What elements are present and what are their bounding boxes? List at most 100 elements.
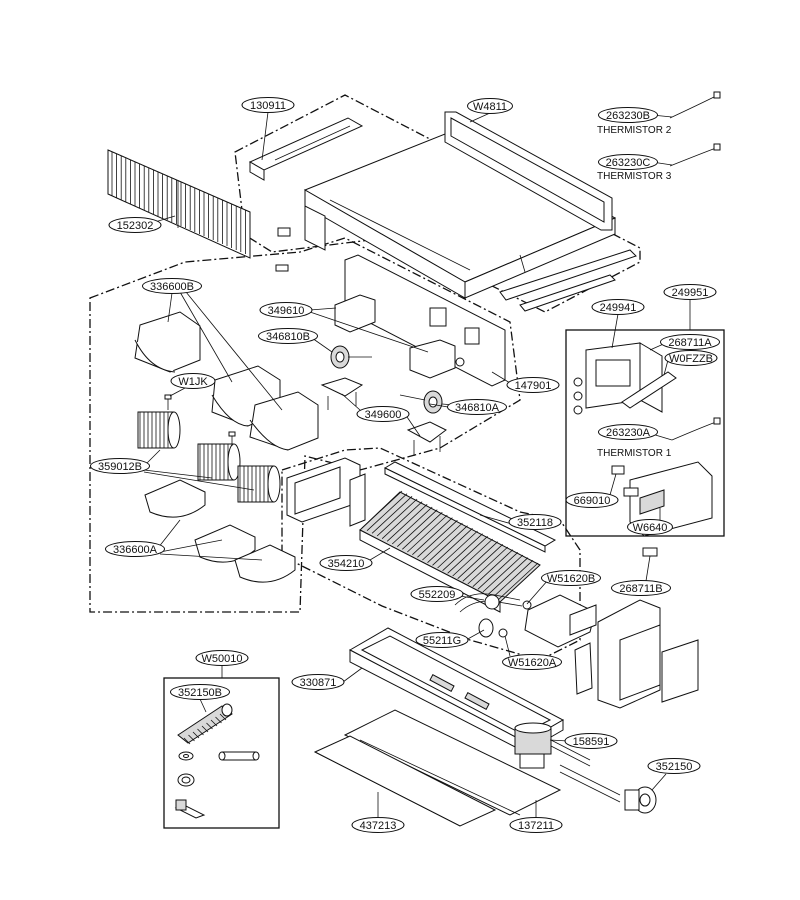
callout-oval <box>447 399 507 415</box>
callout-label: 346810A <box>455 402 500 414</box>
leader-l336600A <box>157 519 181 549</box>
drain-hose-352150 <box>559 764 657 814</box>
callout-437213: 437213 <box>351 817 405 833</box>
leader-l268711B <box>645 555 651 582</box>
bracket-small <box>275 227 291 272</box>
leader-l349610-2 <box>309 311 429 353</box>
grille-152302 <box>107 149 251 259</box>
callout-w50010: W50010 <box>195 650 249 666</box>
callout-w1jk: W1JK <box>170 373 216 389</box>
coil-fin <box>472 549 514 587</box>
callout-oval <box>660 334 720 350</box>
callout-336600a: 336600A <box>105 541 165 557</box>
callout-label: W6640 <box>633 522 668 534</box>
callout-label: 349600 <box>365 409 402 421</box>
callout-label: W51620B <box>547 573 595 585</box>
callout-oval <box>415 632 469 648</box>
motor-mount-349600 <box>320 377 447 456</box>
callout-label: 55211G <box>423 635 461 647</box>
leader-l352150B <box>199 698 207 713</box>
callout-268711b: 268711B <box>611 580 671 596</box>
callout-label: 354210 <box>328 558 365 570</box>
coil-fin <box>467 546 509 585</box>
leader-lW1JK <box>169 387 186 397</box>
coil-fin <box>432 528 473 566</box>
callout-oval <box>598 107 658 123</box>
clamp <box>177 773 195 787</box>
callout-249941: 249941 <box>591 299 645 315</box>
hose-rib <box>206 722 213 730</box>
callout-oval <box>291 674 345 690</box>
coil-fin <box>361 490 403 529</box>
leader-l336600B-2 <box>179 291 233 383</box>
callout-label: 352150B <box>178 687 222 699</box>
coil-group-outline <box>281 447 581 661</box>
callout-label: 249941 <box>600 302 637 314</box>
leader-l152302 <box>154 215 176 223</box>
leader-l336600B <box>167 292 173 323</box>
label-268711B <box>642 547 658 557</box>
fan-wheels-359012B <box>137 411 281 503</box>
leader-lW51620A <box>504 635 511 657</box>
leader-l130911 <box>261 111 269 161</box>
callout-130911: 130911 <box>241 97 295 113</box>
callout-oval <box>90 458 150 474</box>
fan-wheel <box>237 465 281 503</box>
callout-w4811: W4811 <box>467 98 513 114</box>
callout-label: 263230C <box>606 157 651 169</box>
coil-fin <box>371 496 413 534</box>
callout-147901: 147901 <box>506 377 560 393</box>
callout-158591: 158591 <box>564 733 618 749</box>
hardware-kit-parts <box>174 703 260 819</box>
fan-wheel <box>137 411 181 449</box>
callout-label: 359012B <box>98 461 142 473</box>
cabinet-rail-130911 <box>248 117 364 181</box>
callout-152302: 152302 <box>108 217 162 233</box>
callout-label: 330871 <box>300 677 337 689</box>
leader-lW51620B <box>526 579 549 605</box>
callout-label: 352150 <box>656 761 693 773</box>
coil-fin <box>417 520 458 558</box>
hose-rib <box>192 731 200 739</box>
coil-fin <box>492 560 534 598</box>
callout-249951: 249951 <box>663 284 717 300</box>
callout-label: 137211 <box>518 820 554 832</box>
end-panel-assembly <box>574 599 699 709</box>
screw-W1JK <box>164 394 236 446</box>
callout-oval <box>565 492 619 508</box>
callout-oval <box>351 817 405 833</box>
coil-fin <box>407 514 448 553</box>
drain-hose-352150B <box>177 703 233 745</box>
leader-l336600A-2 <box>159 539 223 553</box>
piping-552209 <box>454 593 532 638</box>
callout-oval <box>611 580 671 596</box>
callout-label: W51620A <box>508 657 557 669</box>
callout-oval <box>195 650 249 666</box>
callout-55211g: 55211G <box>415 632 469 648</box>
coil-fin <box>381 501 423 539</box>
leader-l330871 <box>342 667 363 683</box>
leader-l352118 <box>479 514 513 525</box>
callout-346810b: 346810B <box>258 328 318 344</box>
callout-label: 352118 <box>517 517 553 529</box>
callout-w0fzzb: W0FZZB <box>664 350 718 366</box>
callout-label: 263230B <box>606 110 650 122</box>
callout-label: 349610 <box>268 305 305 317</box>
hose-rib <box>210 719 218 727</box>
callout-oval <box>170 684 230 700</box>
motor-346810A <box>399 390 443 414</box>
callout-352118: 352118 <box>508 514 562 530</box>
callout-label: 336600B <box>150 281 194 293</box>
side-panel-left <box>286 457 366 527</box>
callout-263230a: 263230A <box>598 424 658 440</box>
cabinet-front-rail <box>499 249 637 312</box>
leader-lW0FZZB <box>663 359 669 376</box>
callout-336600b: 336600B <box>142 278 202 294</box>
coil-fin <box>366 493 408 531</box>
hose-rib <box>201 725 209 733</box>
callout-oval <box>564 733 618 749</box>
pipe-sleeve <box>218 751 260 761</box>
coil-fin <box>402 512 443 550</box>
